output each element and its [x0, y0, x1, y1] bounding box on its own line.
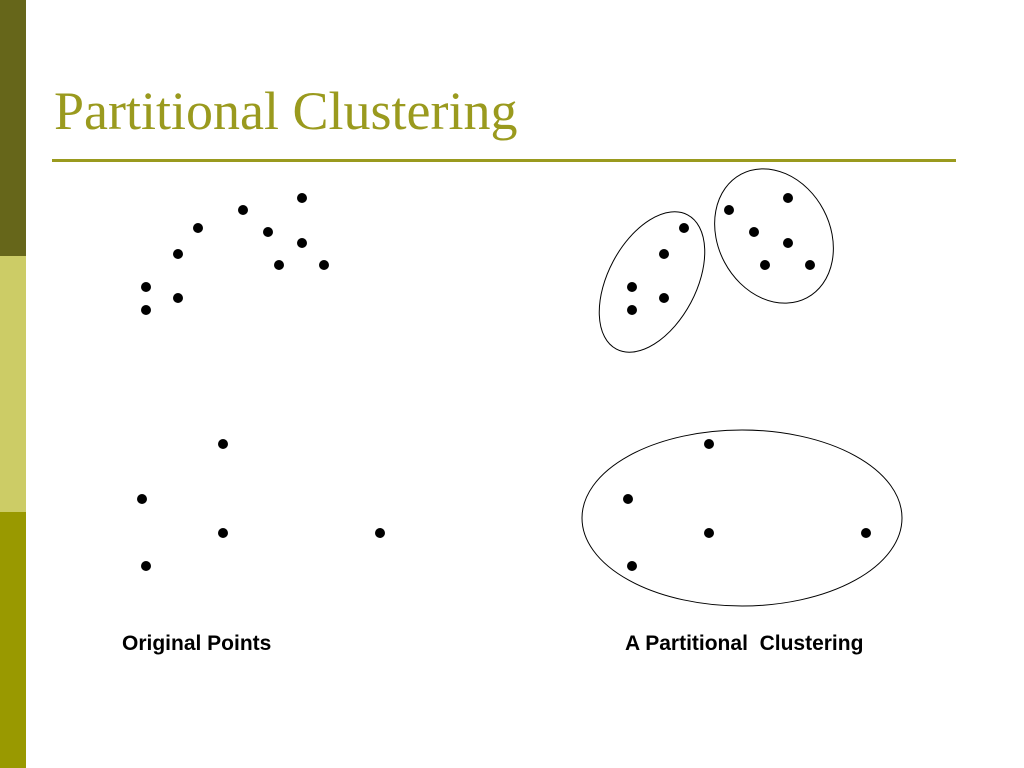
sidebar-band-middle — [0, 256, 26, 512]
original-point — [218, 439, 228, 449]
cluster-3-point — [627, 561, 637, 571]
cluster-1-point — [679, 223, 689, 233]
original-point — [141, 282, 151, 292]
cluster-2-point — [724, 205, 734, 215]
sidebar-band-bottom — [0, 512, 26, 768]
cluster-2-point — [783, 193, 793, 203]
original-point — [141, 305, 151, 315]
original-points-group — [137, 193, 385, 571]
partitional-clustering-group — [581, 168, 903, 607]
cluster-2-point — [783, 238, 793, 248]
cluster-3-boundary — [581, 429, 903, 607]
original-point — [218, 528, 228, 538]
original-point — [193, 223, 203, 233]
cluster-2-boundary — [714, 168, 834, 304]
cluster-3-point — [704, 528, 714, 538]
original-point — [173, 293, 183, 303]
original-point — [263, 227, 273, 237]
cluster-1-point — [659, 249, 669, 259]
title-underline — [52, 159, 956, 162]
original-point — [319, 260, 329, 270]
original-point — [375, 528, 385, 538]
cluster-1-boundary — [598, 211, 706, 353]
original-points-caption: Original Points — [122, 632, 272, 655]
slide-title: Partitional Clustering — [54, 81, 518, 141]
cluster-2-point — [760, 260, 770, 270]
cluster-2-point — [805, 260, 815, 270]
original-point — [173, 249, 183, 259]
cluster-3-point — [623, 494, 633, 504]
original-point — [137, 494, 147, 504]
cluster-1-point — [627, 305, 637, 315]
original-point — [238, 205, 248, 215]
sidebar-band-top — [0, 0, 26, 256]
original-point — [297, 193, 307, 203]
cluster-3-point — [704, 439, 714, 449]
original-point — [141, 561, 151, 571]
original-point — [297, 238, 307, 248]
cluster-3-point — [861, 528, 871, 538]
cluster-1-point — [659, 293, 669, 303]
cluster-1-point — [627, 282, 637, 292]
partitional-clustering-caption: A Partitional Clustering — [625, 632, 864, 655]
cluster-2-point — [749, 227, 759, 237]
original-point — [274, 260, 284, 270]
